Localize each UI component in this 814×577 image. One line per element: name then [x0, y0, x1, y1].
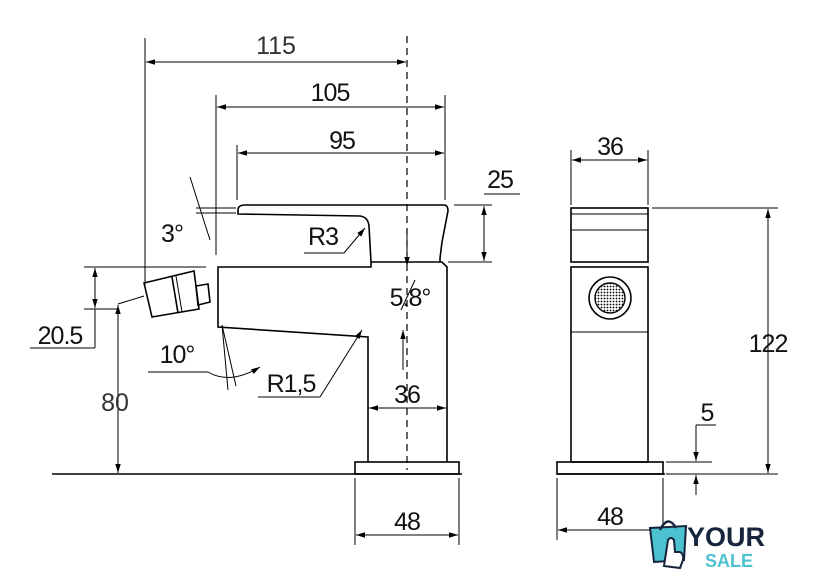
dim-58deg-label: 5.8° — [390, 284, 431, 312]
side-body — [570, 266, 649, 463]
dim-10deg-label: 10° — [160, 341, 195, 369]
dim-r15-label: R1,5 — [267, 370, 316, 398]
spray-head-ring — [171, 276, 179, 314]
logo-text-your: YOUR — [687, 522, 765, 552]
dim-205-label: 20.5 — [38, 322, 83, 350]
angle-10-line-a — [221, 324, 229, 391]
pointer-hand-icon — [662, 537, 685, 570]
spray-head — [143, 270, 200, 318]
angle-58-line — [400, 279, 416, 311]
dim-80-label: 80 — [101, 389, 129, 417]
dim-95-label: 95 — [329, 127, 355, 155]
yoursale-logo: YOUR SALE — [648, 520, 765, 571]
dim-36-front-label: 36 — [394, 381, 420, 409]
dim-122-label: 122 — [749, 330, 788, 358]
dim-48-front-label: 48 — [394, 508, 420, 536]
dim-5-label: 5 — [701, 399, 714, 427]
side-view: 36 122 5 48 — [556, 133, 788, 540]
side-handle — [570, 207, 649, 263]
angle-10-line-b — [221, 324, 237, 387]
angle-10-arc — [207, 366, 261, 378]
base-plate — [354, 461, 460, 475]
leader-r3-arrow — [343, 227, 366, 254]
aerator-outer — [588, 276, 632, 320]
faucet-body — [217, 261, 448, 462]
front-view: 115 105 95 25 3° R3 5.8° — [30, 32, 520, 545]
dim-25-label: 25 — [487, 166, 513, 194]
dim-48-side-label: 48 — [597, 503, 623, 531]
side-base-plate — [556, 461, 664, 475]
aerator-grill — [594, 282, 626, 314]
spray-head-ring2 — [175, 275, 183, 313]
dim-3deg-label: 3° — [161, 220, 183, 248]
lever-underside — [237, 210, 372, 263]
dim-105-label: 105 — [311, 79, 350, 107]
bag-handle-icon — [658, 520, 678, 531]
dim-115-label: 115 — [256, 32, 296, 60]
spray-head-tip — [117, 295, 145, 305]
dim-36-side-label: 36 — [597, 133, 623, 161]
logo-text-sale: SALE — [705, 551, 753, 571]
leader-r15-arrow — [319, 329, 363, 398]
dim-r3-label: R3 — [308, 223, 338, 251]
lever-handle — [237, 204, 449, 262]
